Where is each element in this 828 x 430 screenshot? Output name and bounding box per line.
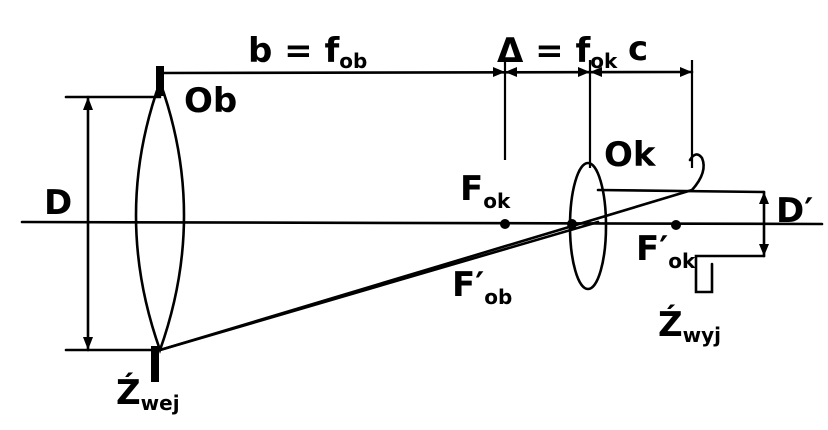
label-z-wyj: Źwyj (658, 304, 721, 347)
label-f-ok-prime: F′ok (636, 229, 696, 273)
label-d-prime: D′ (776, 191, 813, 231)
label-delta-f: Δ = fok (497, 31, 618, 73)
objective-top-mount (156, 66, 164, 96)
label-ob: Ob (184, 81, 237, 121)
aperture-arrow-bottom (83, 337, 93, 350)
focal-point-ok-prime (671, 220, 681, 230)
arrow-right-end (680, 67, 692, 77)
arrow-focal-right (505, 67, 517, 77)
exit-arrow-top (759, 192, 769, 204)
exit-pupil-upper-mark (688, 153, 705, 192)
objective-lens (134, 78, 186, 354)
arrow-eyepiece-left (578, 67, 590, 77)
label-c: c (628, 29, 648, 69)
label-f-ok: Fok (460, 169, 511, 213)
label-b-f: b = fob (248, 31, 367, 73)
top-dimension-line (158, 70, 694, 75)
aperture-arrow-top (83, 97, 93, 110)
label-z-wej: Źwej (116, 372, 180, 415)
ray-lower (158, 220, 600, 352)
exit-arrow-bottom (759, 244, 769, 256)
optical-axis (20, 220, 824, 226)
ray-exit-top (596, 188, 766, 194)
label-f-ob-prime: F′ob (452, 265, 512, 309)
focal-point-ok (500, 219, 510, 229)
focal-point-ob-prime (567, 219, 577, 229)
arrow-eyepiece-right (590, 67, 602, 77)
label-d: D (44, 183, 72, 223)
arrow-focal-left (493, 67, 505, 77)
label-ok: Ok (604, 135, 657, 175)
objective-bottom-mount (151, 346, 159, 382)
exit-pupil-lower-mark (694, 254, 766, 294)
